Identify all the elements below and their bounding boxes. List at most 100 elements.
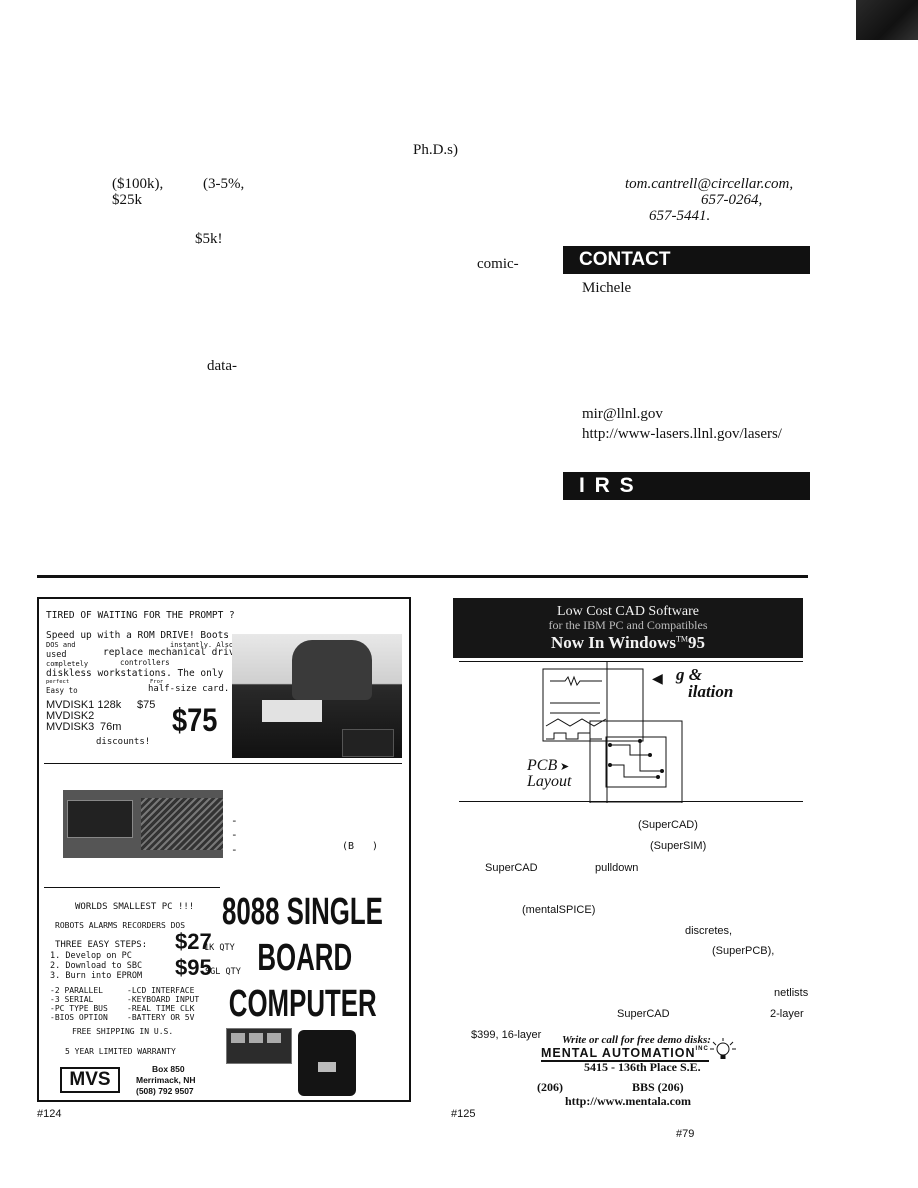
mvs-address-2: Merrimack, NH (136, 1075, 196, 1085)
pcb-pad (608, 763, 612, 767)
sbc-step-1: 1. Develop on PC (50, 951, 132, 961)
mvs-model-2: MVDISK2 (46, 710, 95, 722)
mvs-paren-close: ) (372, 841, 379, 852)
article-fragment-comic: comic- (477, 256, 519, 272)
mvs-dash-3: - (231, 843, 238, 856)
mental-banner-line-3: Now In WindowsTM95 (453, 633, 803, 653)
lightbulb-icon (710, 1038, 736, 1059)
sbc-applications: ROBOTS ALARMS RECORDERS DOS (55, 921, 186, 930)
mental-rule-bottom (459, 801, 803, 802)
sbc-price-sgl: $95 (175, 955, 212, 980)
chip (231, 1033, 245, 1043)
mental-discretes: discretes, (685, 925, 733, 937)
arrow-right-icon: ➤ (560, 761, 570, 773)
sbc-warranty: 5 YEAR LIMITED WARRANTY (65, 1047, 176, 1056)
contact-name: Michele (582, 280, 632, 296)
sbc-feature: -PC TYPE BUS (50, 1004, 108, 1013)
mental-supercad: (SuperCAD) (638, 819, 698, 831)
mvs-ad-box (37, 597, 411, 1102)
sbc-feature: -LCD INTERFACE (127, 986, 195, 995)
schematic-frame (542, 668, 644, 742)
mental-banner-windows: Now In Windows (550, 633, 677, 652)
sbc-shipping: FREE SHIPPING IN U.S. (72, 1027, 174, 1036)
mental-bbs: BBS (206) (632, 1080, 684, 1094)
mvs-line-5: diskless workstations. The only (46, 668, 224, 679)
schematic-diagram (542, 661, 683, 803)
contact-email[interactable]: mir@llnl.gov (582, 406, 663, 422)
mvs-model-3-size: 76m (100, 721, 122, 733)
sbc-features-right: -LCD INTERFACE -KEYBOARD INPUT -REAL TIM… (127, 986, 199, 1022)
mvs-model-1-price: $75 (137, 699, 156, 711)
sidebar-phone: 657-0264, (701, 192, 763, 208)
mvs-address-1: Box 850 (152, 1064, 185, 1074)
module-label (318, 1062, 336, 1072)
irs-header: I R S (579, 474, 636, 497)
pcb-trace (610, 744, 650, 756)
pcb-frame (589, 720, 683, 803)
sbc-feature: -REAL TIME CLK (127, 1004, 195, 1013)
mvs-paren-b: (B (342, 841, 355, 852)
mental-price-16-layer: $399, 16-layer (471, 1029, 542, 1041)
article-fragment-percent: (3-5%, (203, 176, 245, 192)
mental-demo-offer: Write or call for free demo disks: (562, 1034, 711, 1046)
sbc-price-sgl-suffix: SGL QTY (205, 967, 241, 977)
sbc-feature: -2 PARALLEL (50, 986, 103, 995)
mvs-line-2b: instantly. Also (170, 641, 234, 649)
sbc-price-1k: $27 (175, 929, 212, 954)
mvs-line-6a: perfect (46, 679, 70, 685)
mental-pulldown: pulldown (595, 862, 639, 874)
article-fragment-data: data- (207, 358, 237, 374)
mvs-divider-1 (44, 763, 402, 764)
contact-header: CONTACT (579, 249, 671, 270)
reader-service-124: #124 (37, 1108, 62, 1120)
mvs-headline: TIRED OF WAITING FOR THE PROMPT ? (46, 610, 235, 621)
mvs-discounts: discounts! (96, 737, 151, 747)
mental-supersim: (SuperSIM) (650, 840, 707, 852)
sbc-feature: -3 SERIAL (50, 995, 94, 1004)
pcb-label-2: Layout (527, 773, 572, 790)
mental-street: 5415 - 136th Place S.E. (584, 1060, 701, 1074)
pcb-pad (638, 739, 642, 743)
sim-label-1: g & (676, 665, 702, 684)
contact-url[interactable]: http://www-lasers.llnl.gov/lasers/ (582, 426, 782, 442)
mental-superpcb: (SuperPCB), (712, 945, 775, 957)
mental-banner-line-1: Low Cost CAD Software (557, 604, 699, 619)
mvs-line-7a: Easy to (46, 686, 78, 695)
mvs-line-3a: used (46, 650, 67, 660)
article-fragment-phd: Ph.D.s) (413, 142, 459, 158)
pcb-pad (656, 775, 660, 779)
pcb-board (67, 800, 133, 838)
mental-company-name: MENTAL AUTOMATION (541, 1046, 696, 1060)
mental-banner-line-2: for the IBM PC and Compatibles (548, 618, 708, 632)
sidebar-email[interactable]: tom.cantrell@circellar.com, (625, 176, 794, 192)
mvs-divider-2 (44, 887, 220, 888)
mental-company-logo: MENTAL AUTOMATIONINC (541, 1046, 709, 1062)
mvs-line-4a: completely (46, 660, 89, 668)
mental-banner-version: 95 (688, 633, 706, 652)
pcb-pad (660, 769, 664, 773)
sbc-board-photo (226, 1028, 292, 1064)
mental-url[interactable]: http://www.mentala.com (565, 1094, 691, 1108)
sbc-title: 8088 SINGLE BOARD COMPUTER (222, 889, 383, 1027)
sbc-price-1k-suffix: 1K QTY (204, 943, 235, 953)
pcb-trace (639, 741, 662, 772)
mental-phone: (206) (537, 1080, 563, 1094)
mvs-line-6b: Fror (150, 679, 164, 685)
mental-2-layer: 2-layer (770, 1008, 804, 1020)
sbc-step-2: 2. Download to SBC (50, 961, 143, 971)
waveform (545, 718, 607, 727)
mvs-phone: (508) 792 9507 (136, 1086, 194, 1096)
sbc-title-line-1: 8088 SINGLE (222, 891, 383, 933)
mental-mentalspice: (mentalSPICE) (522, 904, 596, 916)
mvs-dash-2: - (231, 828, 238, 841)
mvs-big-price: $75 (172, 702, 218, 738)
contact-header-bar: CONTACT (563, 246, 810, 274)
mental-company-suffix: INC (695, 1046, 709, 1052)
sbc-steps-label: THREE EASY STEPS: (55, 940, 148, 950)
mental-netlists: netlists (774, 987, 809, 999)
ribbon-cable-photo (63, 790, 223, 858)
page-corner-mark (856, 0, 918, 40)
sbc-feature: -BATTERY OR 5V (127, 1013, 195, 1022)
sbc-module-photo (298, 1030, 356, 1096)
digital-waveform (546, 732, 602, 740)
